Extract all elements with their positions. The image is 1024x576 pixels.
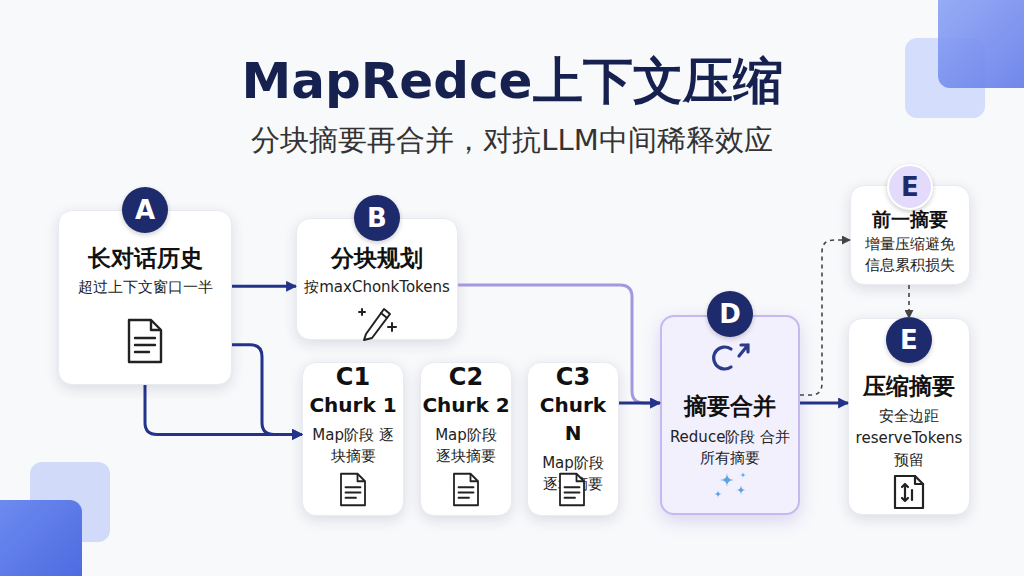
node-heading: 长对话历史 — [59, 243, 231, 273]
node-heading: 分块规划 — [297, 243, 457, 273]
chunk-id: C2 — [421, 363, 511, 391]
flow-arrow — [232, 285, 296, 288]
node-heading: 压缩摘要 — [849, 371, 969, 401]
step-badge: D — [707, 291, 753, 337]
step-badge: B — [354, 195, 400, 241]
node-description: Map阶段 逐块摘要 — [421, 425, 511, 467]
document-icon — [129, 320, 161, 362]
step-badge: A — [122, 187, 168, 233]
node-description: Map阶段 逐块摘要 — [303, 425, 403, 467]
node-description: Reduce阶段 合并所有摘要 — [662, 427, 798, 469]
corner-square — [938, 0, 1024, 88]
process-box: A长对话历史超过上下文窗口一半 — [58, 210, 232, 385]
node-description: 增量压缩避免 信息累积损失 — [851, 234, 969, 276]
step-badge: E — [887, 164, 933, 210]
compress-icon — [895, 476, 923, 508]
diagram-title: MapRedce上下文压缩 — [0, 50, 1024, 112]
chunk-name: Churk N — [528, 391, 618, 447]
process-box: E前一摘要增量压缩避免 信息累积损失 — [850, 185, 970, 285]
node-description: 超过上下文窗口一半 — [59, 277, 231, 298]
flow-arrow — [619, 402, 660, 405]
pen-icon — [359, 309, 396, 340]
chunk-name: Churk 1 — [303, 391, 403, 419]
merge-icon — [714, 345, 748, 369]
process-box: D摘要合并Reduce阶段 合并所有摘要 — [660, 315, 800, 515]
flow-arrow — [145, 385, 302, 434]
corner-square — [0, 500, 82, 576]
flow-arrow — [908, 285, 910, 318]
document-icon — [560, 474, 584, 506]
flow-arrow — [800, 240, 850, 395]
node-description: 安全边距 reserveTokens 预留 — [849, 405, 969, 471]
chunk-id: C1 — [303, 363, 403, 391]
document-icon — [341, 474, 365, 506]
chunk-name: Churk 2 — [421, 391, 511, 419]
flow-arrow — [800, 402, 848, 405]
node-description: Map阶段 逐块摘要 — [528, 453, 618, 495]
process-box: C1Churk 1 Map阶段 逐块摘要 — [302, 362, 404, 516]
process-box: B分块规划按maxChonkTokens — [296, 218, 458, 340]
node-heading: 摘要合并 — [662, 391, 798, 421]
corner-square — [905, 38, 985, 118]
sparkle-icon — [714, 472, 746, 498]
process-box: C3Churk N Map阶段 逐块摘要 — [527, 362, 619, 516]
flow-arrow — [458, 285, 660, 403]
process-box: C2Churk 2 Map阶段 逐块摘要 — [420, 362, 512, 516]
node-description: 按maxChonkTokens — [297, 277, 457, 298]
diagram-subtitle: 分块摘要再合并，对抗LLM中间稀释效应 — [0, 121, 1024, 159]
document-icon — [454, 474, 478, 506]
flow-arrow — [232, 345, 302, 435]
step-badge: E — [886, 317, 932, 363]
corner-square — [30, 462, 110, 542]
chunk-id: C3 — [528, 363, 618, 391]
process-box: E 压缩摘要安全边距 reserveTokens 预留 — [848, 318, 970, 515]
